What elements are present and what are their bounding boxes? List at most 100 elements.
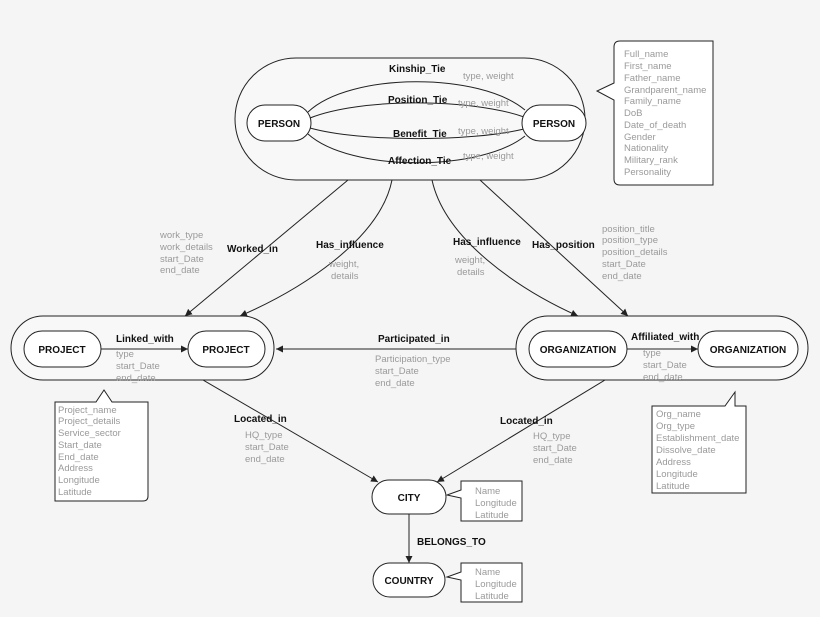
city-node-label: CITY (398, 493, 421, 504)
affection-tie-edge (307, 133, 526, 164)
benefit-tie-attrs: type, weight (458, 126, 509, 137)
located-in-org-edge (436, 379, 606, 483)
edge-attr: start_Date (533, 443, 577, 454)
person-attributes-list: Full_name First_name Father_name Grandpa… (624, 49, 706, 178)
edge-attr: work_type (159, 230, 203, 241)
edge-attr: position_details (602, 247, 668, 258)
note-item: Gender (624, 132, 656, 143)
kinship-tie-label: Kinship_Tie (389, 64, 446, 75)
edge-attr: start_Date (116, 361, 160, 372)
affiliated-with-attrs: type start_Date end_date (643, 348, 687, 383)
belongs-to-label: BELONGS_TO (417, 537, 486, 548)
city-attributes-list: Name Longitude Latitude (475, 486, 517, 521)
edge-attr: end_date (602, 271, 642, 282)
note-item: First_name (624, 61, 672, 72)
note-item: Family_name (624, 96, 681, 107)
note-item: Service_sector (58, 428, 121, 439)
person-node-left-label: PERSON (258, 119, 300, 130)
benefit-tie-edge (309, 127, 525, 140)
note-item: Establishment_date (656, 433, 739, 444)
note-item: Latitude (475, 591, 509, 602)
benefit-tie-label: Benefit_Tie (393, 129, 447, 140)
edge-attr: start_Date (160, 254, 204, 265)
edge-attr: position_title (602, 224, 655, 235)
has-position-edge (479, 179, 629, 317)
position-tie-label: Position_Tie (388, 95, 448, 106)
note-item: Longitude (475, 498, 517, 509)
note-item: Personality (624, 167, 671, 178)
has-influence-org-label: Has_influence (453, 237, 521, 248)
linked-with-attrs: type start_Date end_date (116, 349, 160, 384)
position-tie-edge (309, 102, 525, 119)
note-item: Name (475, 486, 500, 497)
edge-attr: HQ_type (245, 430, 283, 441)
person-node-right-label: PERSON (533, 119, 575, 130)
worked-in-attrs: work_type work_details start_Date end_da… (159, 230, 213, 276)
edge-attr: start_Date (245, 442, 289, 453)
note-item: Latitude (58, 487, 92, 498)
has-influence-project-edge (239, 179, 393, 317)
has-influence-project-attrs: weight, details (328, 259, 359, 282)
participated-in-attrs: Participation_type start_Date end_date (375, 354, 451, 389)
note-item: Longitude (58, 475, 100, 486)
note-item: Full_name (624, 49, 668, 60)
note-item: Latitude (656, 481, 690, 492)
note-item: Start_date (58, 440, 102, 451)
note-item: Longitude (656, 469, 698, 480)
project-attributes-note (54, 389, 149, 502)
edge-attr: end_date (245, 454, 285, 465)
edge-attr: work_details (159, 242, 213, 253)
edge-attr: end_date (160, 265, 200, 276)
participated-in-label: Participated_in (378, 334, 450, 345)
has-influence-org-edge (431, 179, 579, 317)
country-node[interactable] (372, 562, 446, 598)
project-node-left-label: PROJECT (38, 345, 85, 356)
note-item: Address (656, 457, 691, 468)
note-item: Address (58, 463, 93, 474)
person-node-left[interactable] (246, 104, 312, 142)
position-tie-attrs: type, weight (458, 98, 509, 109)
country-attributes-note (445, 562, 523, 603)
kinship-tie-edge (307, 81, 526, 113)
affection-tie-label: Affection_Tie (388, 156, 452, 167)
country-attributes-list: Name Longitude Latitude (475, 567, 517, 602)
organization-attributes-list: Org_name Org_type Establishment_date Dis… (656, 409, 739, 492)
note-item: Grandparent_name (624, 85, 706, 96)
edge-attr: end_date (643, 372, 683, 383)
edge-attr: end_date (533, 455, 573, 466)
note-item: Date_of_death (624, 120, 686, 131)
located-in-org-label: Located_in (500, 416, 553, 427)
located-in-project-label: Located_in (234, 414, 287, 425)
edge-attr: end_date (116, 373, 156, 384)
project-attributes-list: Project_name Project_details Service_sec… (58, 405, 121, 498)
note-item: Nationality (624, 143, 669, 154)
edge-attr: start_Date (602, 259, 646, 270)
edge-attr: weight, (454, 255, 485, 266)
has-influence-org-attrs: weight, details (454, 255, 485, 278)
note-item: Dissolve_date (656, 445, 716, 456)
note-item: End_date (58, 452, 99, 463)
worked-in-label: Worked_in (227, 244, 278, 255)
edge-attr: Participation_type (375, 354, 451, 365)
edge-attr: type (116, 349, 134, 360)
located-in-org-attrs: HQ_type start_Date end_date (533, 431, 577, 466)
city-attributes-note (445, 480, 523, 522)
has-position-attrs: position_title position_type position_de… (602, 224, 668, 282)
project-node-right-label: PROJECT (202, 345, 249, 356)
organization-attributes-note (651, 390, 747, 494)
worked-in-edge (184, 179, 349, 317)
country-node-label: COUNTRY (384, 576, 433, 587)
located-in-project-edge (202, 379, 379, 483)
edge-attr: start_Date (375, 366, 419, 377)
edge-attr: HQ_type (533, 431, 571, 442)
note-item: Longitude (475, 579, 517, 590)
affiliated-with-label: Affiliated_with (631, 332, 699, 343)
person-attributes-note (595, 40, 714, 186)
note-item: Military_rank (624, 155, 678, 166)
has-influence-project-label: Has_influence (316, 240, 384, 251)
edge-attr: position_type (602, 235, 658, 246)
person-node-right[interactable] (521, 104, 587, 142)
has-position-label: Has_position (532, 240, 595, 251)
affection-tie-attrs: type, weight (463, 151, 514, 162)
